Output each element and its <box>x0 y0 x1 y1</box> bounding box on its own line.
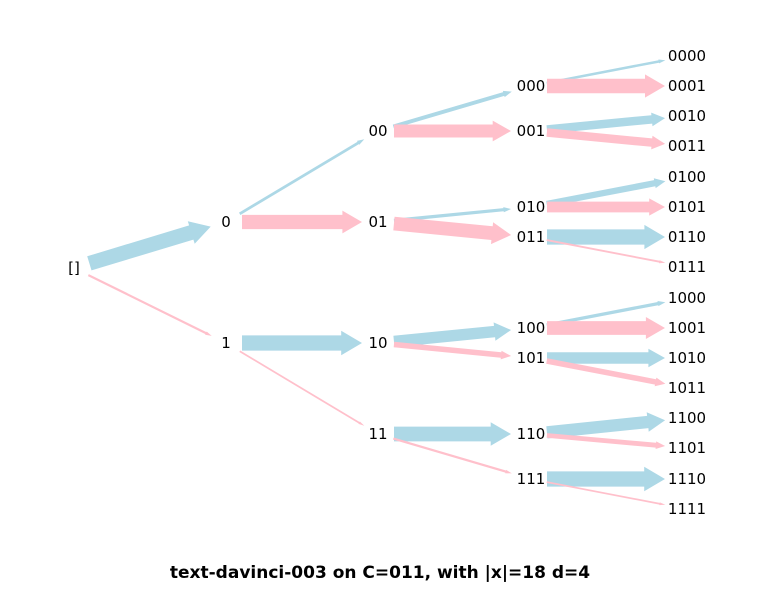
edge-arrow-110-to-1101 <box>546 433 666 449</box>
edge-arrow-100-to-1000 <box>546 301 666 327</box>
node-label-011: 011 <box>517 228 546 246</box>
node-label-110: 110 <box>517 425 546 443</box>
edge-arrow-001-to-0010 <box>546 112 666 134</box>
node-label-001: 001 <box>517 122 546 140</box>
node-label-1101: 1101 <box>668 439 706 457</box>
node-label-000: 000 <box>517 77 546 95</box>
edge-arrow-010-to-0100 <box>546 178 666 207</box>
node-label-10: 10 <box>368 334 387 352</box>
node-label-0011: 0011 <box>668 137 706 155</box>
edge-arrow-root-to-0 <box>87 221 211 271</box>
node-label-0010: 0010 <box>668 107 706 125</box>
edges-layer <box>87 59 666 506</box>
node-label-root: [] <box>68 259 80 277</box>
nodes-layer: []01000110110000010100111001011101110000… <box>68 47 706 518</box>
node-label-0001: 0001 <box>668 77 706 95</box>
edge-arrow-111-to-1111 <box>546 481 666 506</box>
node-label-0100: 0100 <box>668 168 706 186</box>
edge-arrow-011-to-0110 <box>547 224 665 250</box>
edge-arrow-101-to-1010 <box>547 348 665 368</box>
node-label-1010: 1010 <box>668 349 706 367</box>
edge-arrow-1-to-11 <box>239 350 365 426</box>
node-label-010: 010 <box>517 198 546 216</box>
node-label-1: 1 <box>221 334 231 352</box>
node-label-1111: 1111 <box>668 500 706 518</box>
edge-arrow-001-to-0011 <box>546 128 666 150</box>
node-label-111: 111 <box>517 470 546 488</box>
edge-arrow-100-to-1001 <box>547 317 665 339</box>
node-label-0110: 0110 <box>668 228 706 246</box>
edge-arrow-101-to-1011 <box>546 358 666 387</box>
node-label-0: 0 <box>221 213 231 231</box>
edge-arrow-11-to-111 <box>393 437 512 474</box>
caption: text-davinci-003 on C=011, with |x|=18 d… <box>170 563 590 583</box>
edge-arrow-0-to-00 <box>239 139 365 215</box>
node-label-1100: 1100 <box>668 409 706 427</box>
edge-arrow-011-to-0111 <box>546 239 666 264</box>
node-label-11: 11 <box>368 425 387 443</box>
node-label-0111: 0111 <box>668 258 706 276</box>
edge-arrow-111-to-1110 <box>547 466 665 492</box>
node-label-1011: 1011 <box>668 379 706 397</box>
edge-arrow-000-to-0001 <box>547 74 665 98</box>
edge-arrow-010-to-0101 <box>547 198 665 216</box>
edge-arrow-01-to-011 <box>393 216 512 245</box>
edge-arrow-1-to-10 <box>242 330 362 356</box>
edge-arrow-01-to-010 <box>393 207 512 223</box>
node-label-0000: 0000 <box>668 47 706 65</box>
edge-arrow-root-to-1 <box>87 274 212 336</box>
edge-arrow-0-to-01 <box>242 210 362 234</box>
edge-arrow-110-to-1100 <box>546 412 666 439</box>
node-label-100: 100 <box>517 319 546 337</box>
edge-arrow-00-to-001 <box>394 120 511 142</box>
node-label-1110: 1110 <box>668 470 706 488</box>
edge-arrow-11-to-110 <box>394 422 511 446</box>
edge-arrow-00-to-000 <box>392 90 512 129</box>
node-label-101: 101 <box>517 349 546 367</box>
node-label-1001: 1001 <box>668 319 706 337</box>
edge-arrow-10-to-100 <box>393 322 512 348</box>
node-label-1000: 1000 <box>668 289 706 307</box>
node-label-0101: 0101 <box>668 198 706 216</box>
node-label-00: 00 <box>368 122 387 140</box>
node-label-01: 01 <box>368 213 387 231</box>
edge-arrow-10-to-101 <box>393 341 512 360</box>
edge-arrow-000-to-0000 <box>546 59 666 85</box>
